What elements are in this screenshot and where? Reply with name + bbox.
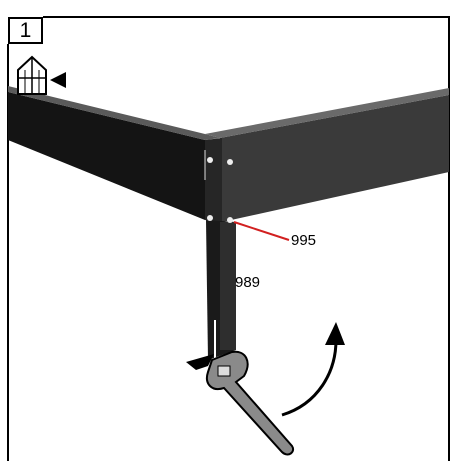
right-beam-top-edge bbox=[205, 88, 449, 138]
top-right-border-line bbox=[43, 16, 450, 461]
bolt-head bbox=[227, 217, 233, 223]
wrench-icon bbox=[186, 350, 294, 456]
corner-leg-side bbox=[220, 222, 236, 350]
part-label-989: 989 bbox=[235, 274, 261, 291]
step-number: 1 bbox=[19, 19, 32, 42]
bolt-head bbox=[207, 215, 213, 221]
callout-line-995 bbox=[233, 221, 290, 241]
corner-post-block bbox=[205, 138, 222, 222]
part-label-995: 995 bbox=[291, 232, 317, 249]
bolt-head bbox=[207, 157, 213, 163]
rotate-arrow-icon bbox=[281, 322, 345, 417]
bolt-head bbox=[227, 159, 233, 165]
step-number-box: 1 bbox=[8, 17, 43, 44]
pointer-arrow-icon bbox=[50, 72, 66, 88]
left-beam-top-edge bbox=[8, 86, 220, 140]
left-beam-front bbox=[8, 92, 205, 220]
right-beam-side bbox=[220, 95, 449, 222]
greenhouse-corner-icon bbox=[17, 55, 47, 95]
